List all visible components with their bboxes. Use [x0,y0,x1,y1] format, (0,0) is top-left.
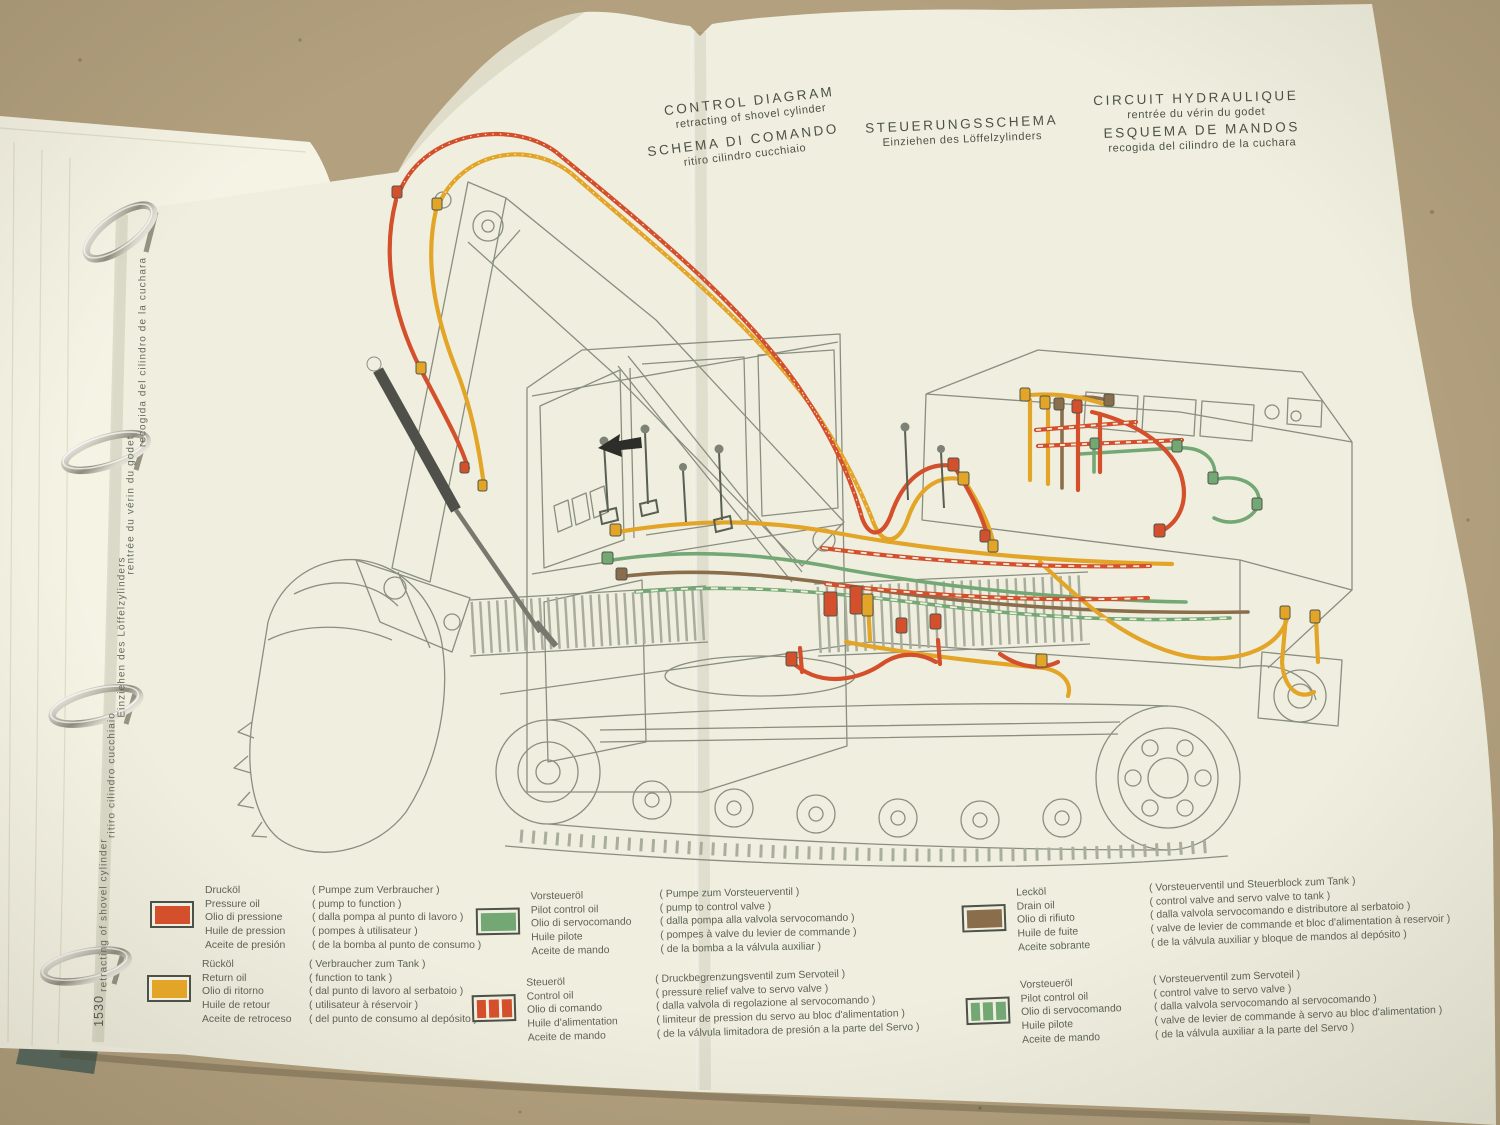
legend-note-line: ( utilisateur à réservoir ) [309,1000,419,1012]
legend-label-line: Olio di ritorno [202,986,264,998]
legend-label-line: Aceite de presión [205,939,286,951]
title-block-fr: CIRCUIT HYDRAULIQUE rentrée du vérin du … [1093,88,1299,122]
legend-entry-return-oil: Rücköl Return oil Olio di ritorno Huile … [147,958,477,1027]
legend-note-line: ( pump to function ) [312,898,402,910]
legend-note-line: ( de la bomba al punto de consumo ) [312,939,482,951]
legend-label-line: Aceite de retroceso [202,1013,292,1025]
legend-note-line: ( Verbraucher zum Tank ) [309,959,426,970]
legend-label-line: Drucköl [205,885,241,896]
swatch-square [488,998,500,1018]
legend-entry-control-oil: Steueröl Control oil Olio di comando Hui… [471,966,920,1047]
legend-label-line: Olio di servocomando [530,917,632,930]
legend-note-line: ( Pumpe zum Verbraucher ) [312,885,440,896]
legend-notes: ( Verbraucher zum Tank ) ( function to t… [309,958,477,1027]
spine-label-it: ritiro cilindro cucchiaio [106,712,118,838]
legend-label-line: Huile de retour [202,1000,271,1012]
legend-label-line: Rücköl [202,959,234,970]
legend-note-line: ( pompes à utilisateur ) [312,926,418,938]
swatch-square [501,998,512,1017]
legend-label-line: Aceite de mando [531,944,610,958]
legend-labels: Steueröl Control oil Olio di comando Hui… [526,973,646,1045]
legend-note-line: ( del punto de consumo al depósito ) [309,1013,478,1025]
legend-notes: ( Pumpe zum Verbraucher ) ( pump to func… [312,884,481,953]
swatch-square [970,1002,981,1021]
legend-label-line: Huile de pression [205,926,286,938]
swatch-fill [966,908,1002,928]
spine-label-en: retracting of shovel cylinder [98,838,110,992]
legend-note-line: ( dalla pompa al punto di lavoro ) [312,912,464,924]
legend-notes: ( Pumpe zum Vorsteuerventil ) ( pump to … [659,885,857,957]
legend-notes: ( Vorsteuerventil zum Servoteil ) ( cont… [1153,963,1443,1043]
spine-label-fr: rentrée du vérin du godet [125,435,137,575]
swatch-square [476,999,487,1018]
legend-entry-pressure-oil: Drucköl Pressure oil Olio di pressione H… [150,884,481,953]
swatch-fill [151,979,187,998]
legend-labels: Lecköl Drain oil Olio di rifiuto Huile d… [1016,882,1140,955]
legend-swatch-pilot-oil-2 [965,996,1011,1026]
legend-notes: ( Vorsteuerventil und Steuerblock zum Ta… [1149,872,1451,951]
legend-swatch-drain-oil [961,903,1007,933]
legend-label-line: Olio di pressione [205,912,283,924]
legend-note-line: ( function to tank ) [309,972,393,984]
swatch-square [982,1001,994,1020]
page-number: 1530 [92,995,106,1027]
spine-label-es: recogida del cilindro de la cuchara [137,256,149,448]
swatch-fill [480,912,516,931]
legend-labels: Vorsteueröl Pilot control oil Olio di se… [530,888,649,959]
legend-swatch-pilot-oil [475,907,521,936]
legend-swatch-control-oil [471,994,517,1023]
legend-labels: Rücköl Return oil Olio di ritorno Huile … [202,958,298,1027]
legend-label-line: Pressure oil [205,898,260,910]
legend-note-line: ( dal punto di lavoro al serbatoio ) [309,986,464,998]
legend-label-line: Return oil [202,972,247,984]
legend-swatch-pressure-oil [150,901,194,928]
swatch-fill [154,905,190,924]
legend-notes: ( Druckbegrenzungsventil zum Servoteil )… [655,966,920,1042]
legend-swatch-return-oil [147,975,191,1002]
legend-labels: Drucköl Pressure oil Olio di pressione H… [205,884,301,953]
spine-label-de: Einziehen des Löffelzylinders [116,556,128,718]
legend-entry-pilot-oil: Vorsteueröl Pilot control oil Olio di se… [475,885,857,960]
legend-labels: Vorsteueröl Pilot control oil Olio di se… [1020,974,1145,1047]
swatch-square [995,1001,1006,1020]
